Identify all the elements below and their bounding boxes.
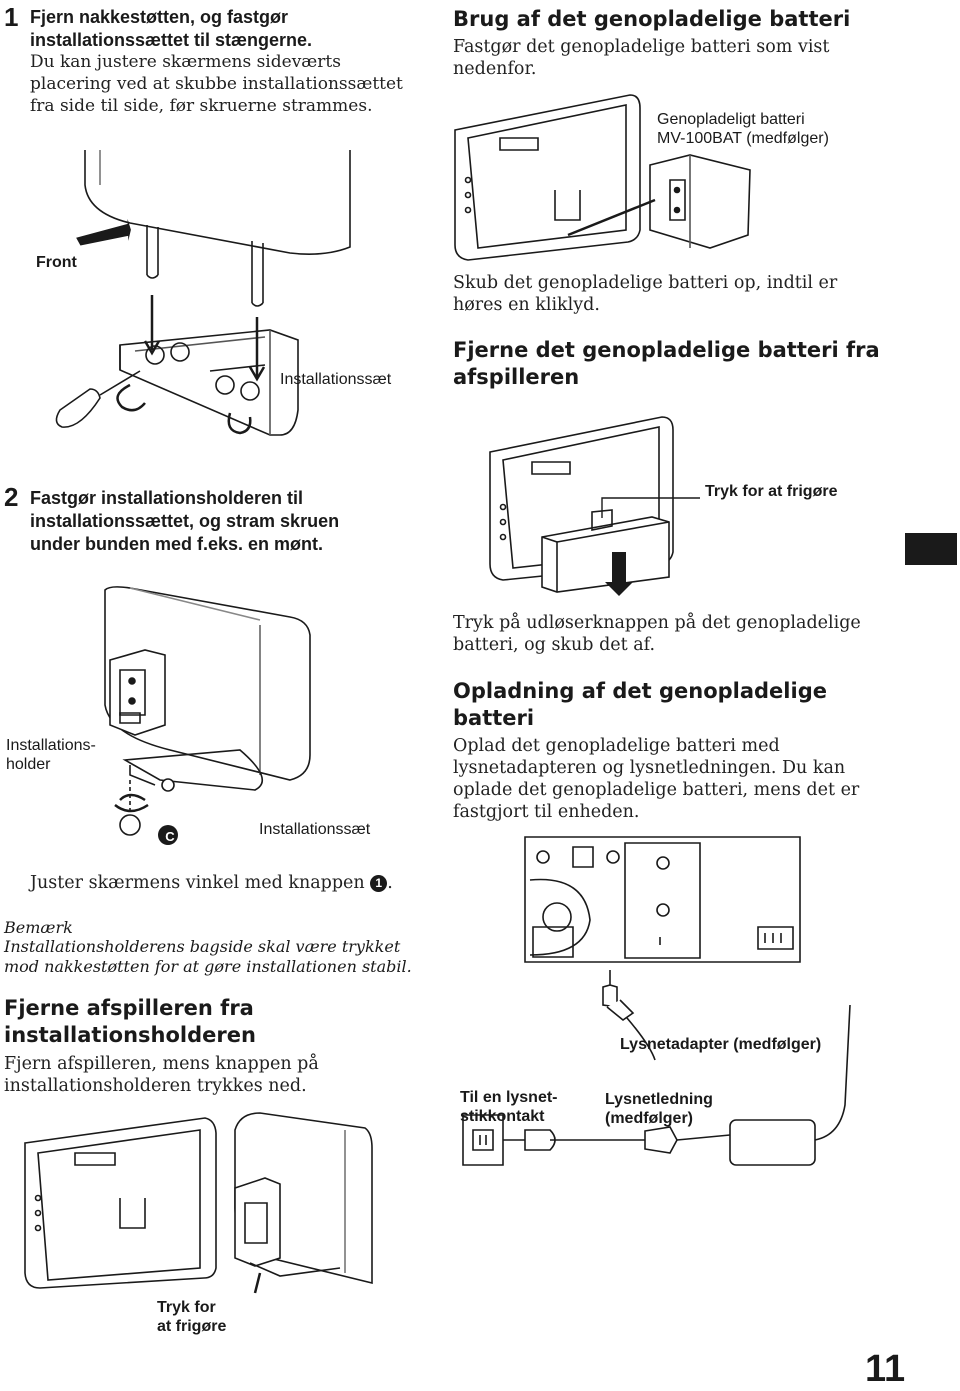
knob-1-ref-icon: 1 [370,875,388,892]
remove-player-illustration [20,1108,365,1298]
adjust-angle-text: Juster skærmens vinkel med knappen 1. [30,873,393,893]
note-text: Installationsholderens bagside skal være… [4,937,412,976]
attach-battery-after-text: Skub det genopladelige batteri op, indti… [453,273,838,315]
install-kit-label-1: Installationssæt [280,371,392,388]
charging-text: Oplad det genopladelige batteri med lysn… [453,736,860,822]
step-1-number: 1 [4,2,19,32]
press-release-label-2: Tryk for at frigøre [705,483,838,500]
remove-battery-illustration [487,412,687,596]
remove-player-text: Fjern afspilleren, mens knappen på insta… [4,1054,319,1096]
holder-install-illustration [90,585,320,845]
front-label: Front [36,254,77,271]
attach-battery-text: Fastgør det genopladelige batteri som vi… [453,37,830,79]
attach-battery-illustration [450,90,760,265]
press-release-label-1: Tryk for at frigøre [157,1299,227,1335]
coin-marker-label: C [165,829,175,844]
step-2-number: 2 [4,482,19,512]
step-1-title: Fjern nakkestøtten, og fastgør installat… [30,7,313,50]
section-tab-marker [905,533,957,565]
attach-battery-heading: Brug af det genopladelige batteri [453,7,851,31]
press-release-leader-line [600,494,710,524]
holder-label: Installations- holder [6,737,96,773]
outlet-label: Til en lysnet- stikkontakt [460,1089,558,1125]
page-number: 11 [865,1348,906,1390]
step-1-detail: Du kan justere skærmens sideværts placer… [30,52,403,116]
charging-heading: Opladning af det genopladelige batteri [453,679,827,730]
charging-illustration [455,835,855,1185]
battery-model-label: Genopladeligt batteri MV-100BAT (medfølg… [657,111,829,147]
remove-battery-after-text: Tryk på udløserknappen på det genopladel… [453,613,861,655]
note-heading: Bemærk [4,918,73,937]
power-cord-label: Lysnetledning (medfølger) [605,1091,713,1127]
headrest-install-illustration [40,145,420,450]
ac-adapter-label: Lysnetadapter (medfølger) [620,1036,822,1053]
remove-player-heading: Fjerne afspilleren fra installationshold… [4,996,256,1047]
step-2-title: Fastgør installationsholderen til instal… [30,488,340,554]
install-kit-label-2: Installationssæt [259,821,371,838]
remove-battery-heading: Fjerne det genopladelige batteri fra afs… [453,338,880,389]
